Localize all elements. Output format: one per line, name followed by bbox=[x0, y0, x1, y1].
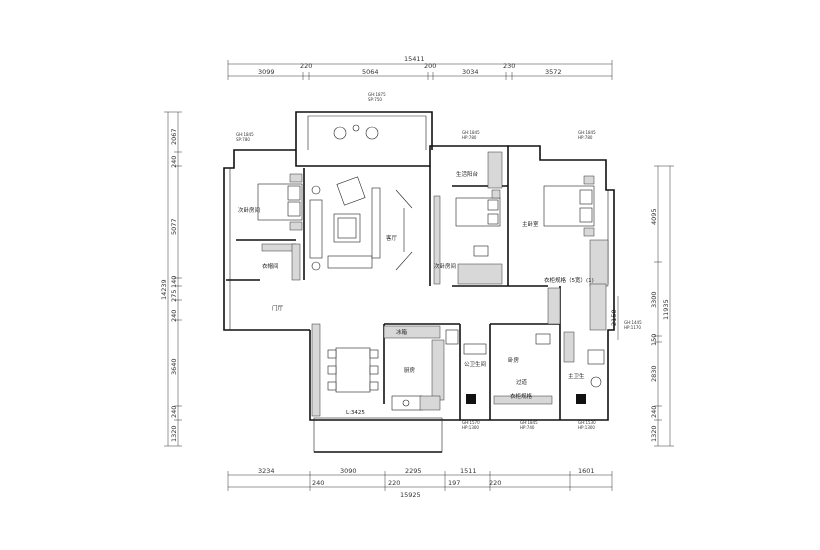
walls bbox=[223, 111, 615, 453]
dim-bottom-seg: 3090 bbox=[340, 467, 357, 475]
window-tag: SP:750 bbox=[368, 97, 382, 102]
dim-left-seg: 140 bbox=[170, 276, 178, 288]
bottom-dimension-chain: 3234 3090 2295 1511 1601 240 220 197 220… bbox=[227, 467, 613, 499]
label-corridor: 过道 bbox=[516, 378, 528, 386]
dim-left-seg: 3640 bbox=[170, 358, 178, 375]
label-public-bathroom: 公卫生间 bbox=[464, 360, 486, 368]
room-labels: 次卧房间 衣帽间 客厅 门厅 生活阳台 次卧房间 主卧室 衣柜规格（5宽）(1)… bbox=[238, 170, 594, 416]
dim-bottom-sub: 220 bbox=[489, 479, 501, 487]
dim-bottom-seg: 1601 bbox=[578, 467, 595, 475]
window-tag: GH:1530 bbox=[578, 420, 596, 425]
window-tag: GH:1845 bbox=[236, 132, 254, 137]
dim-bottom-total: 15925 bbox=[400, 491, 421, 499]
dim-left-seg: 240 bbox=[170, 156, 178, 168]
window-tag: GH:1845 bbox=[578, 130, 596, 135]
dim-bottom-seg: 1511 bbox=[460, 467, 477, 475]
window-tag: GH:1570 bbox=[462, 420, 480, 425]
dim-bottom-sub: 197 bbox=[448, 479, 460, 487]
dim-left-seg: 275 bbox=[170, 290, 178, 302]
dim-top-seg: 200 bbox=[424, 62, 436, 70]
window-tags: GH:1875 SP:750 GH:1845 SP:780 GH:1845 HP… bbox=[236, 92, 642, 430]
label-wardrobe-note: 衣柜规格（5宽）(1) bbox=[544, 276, 594, 284]
dim-bottom-seg: 2295 bbox=[405, 467, 422, 475]
dim-right-seg: 3300 bbox=[650, 291, 658, 308]
right-dimension-chain: 4095 3300 150 2830 240 1320 11935 2150 bbox=[610, 165, 674, 447]
dim-bottom-sub: 240 bbox=[312, 479, 324, 487]
window-tag: GH:1875 bbox=[368, 92, 386, 97]
window-tag: GH:1845 bbox=[462, 130, 480, 135]
label-entrance: 门厅 bbox=[272, 304, 284, 312]
window-tag: HP:780 bbox=[462, 135, 477, 140]
label-kitchen: 厨房 bbox=[404, 366, 416, 374]
label-dining-note: L:3425 bbox=[346, 410, 365, 416]
dim-left-seg: 5077 bbox=[170, 218, 178, 235]
furniture bbox=[257, 124, 609, 417]
label-master-bedroom: 主卧室 bbox=[522, 220, 539, 228]
dim-bottom-seg: 3234 bbox=[258, 467, 275, 475]
dim-right-seg: 2830 bbox=[650, 365, 658, 382]
top-dimension-chain: 15411 3099 220 5064 200 3034 230 3572 bbox=[227, 55, 613, 80]
dim-top-seg: 3099 bbox=[258, 68, 275, 76]
label-life-balcony: 生活阳台 bbox=[456, 170, 479, 178]
label-kitchen-top: 冰箱 bbox=[396, 328, 408, 336]
label-secondary-bedroom-mid: 次卧房间 bbox=[434, 262, 456, 270]
window-tag: HP:1300 bbox=[578, 425, 595, 430]
dim-top-total: 15411 bbox=[404, 55, 425, 63]
window-tag: GH:1845 bbox=[520, 420, 538, 425]
left-dimension-chain: 240 2067 5077 140 275 240 3640 240 1320 … bbox=[160, 111, 182, 447]
label-master-bathroom: 主卫生 bbox=[568, 372, 585, 380]
dim-right-total: 11935 bbox=[662, 299, 670, 320]
window-tag: HP:1300 bbox=[462, 425, 479, 430]
label-study-bedroom: 卧房 bbox=[508, 356, 520, 364]
dim-right-seg: 1320 bbox=[650, 425, 658, 442]
window-tag: HP:740 bbox=[520, 425, 535, 430]
dim-right-seg: 150 bbox=[650, 334, 658, 346]
window-tag: SP:780 bbox=[236, 137, 250, 142]
dim-left-seg: 2067 bbox=[170, 128, 178, 145]
label-living-room: 客厅 bbox=[386, 234, 398, 242]
label-wardrobe-bottom: 衣柜规格 bbox=[510, 392, 533, 400]
window-tag: HP:1170 bbox=[624, 325, 641, 330]
dim-top-seg: 220 bbox=[300, 62, 312, 70]
dim-left-seg: 240 bbox=[170, 406, 178, 418]
dim-left-total: 14239 bbox=[160, 279, 168, 300]
dim-top-seg: 230 bbox=[503, 62, 515, 70]
dim-left-seg: 240 bbox=[170, 310, 178, 322]
label-secondary-bedroom-left: 次卧房间 bbox=[238, 206, 260, 214]
label-cloakroom: 衣帽间 bbox=[262, 262, 279, 270]
dim-right-seg: 4095 bbox=[650, 208, 658, 225]
dim-bottom-sub: 220 bbox=[388, 479, 400, 487]
window-tag: GH:1445 bbox=[624, 320, 642, 325]
dim-right-seg: 240 bbox=[650, 406, 658, 418]
window-tag: HP:780 bbox=[578, 135, 593, 140]
dim-top-seg: 3572 bbox=[545, 68, 562, 76]
dim-top-seg: 3034 bbox=[462, 68, 479, 76]
dim-top-seg: 5064 bbox=[362, 68, 379, 76]
dim-left-seg: 1320 bbox=[170, 425, 178, 442]
